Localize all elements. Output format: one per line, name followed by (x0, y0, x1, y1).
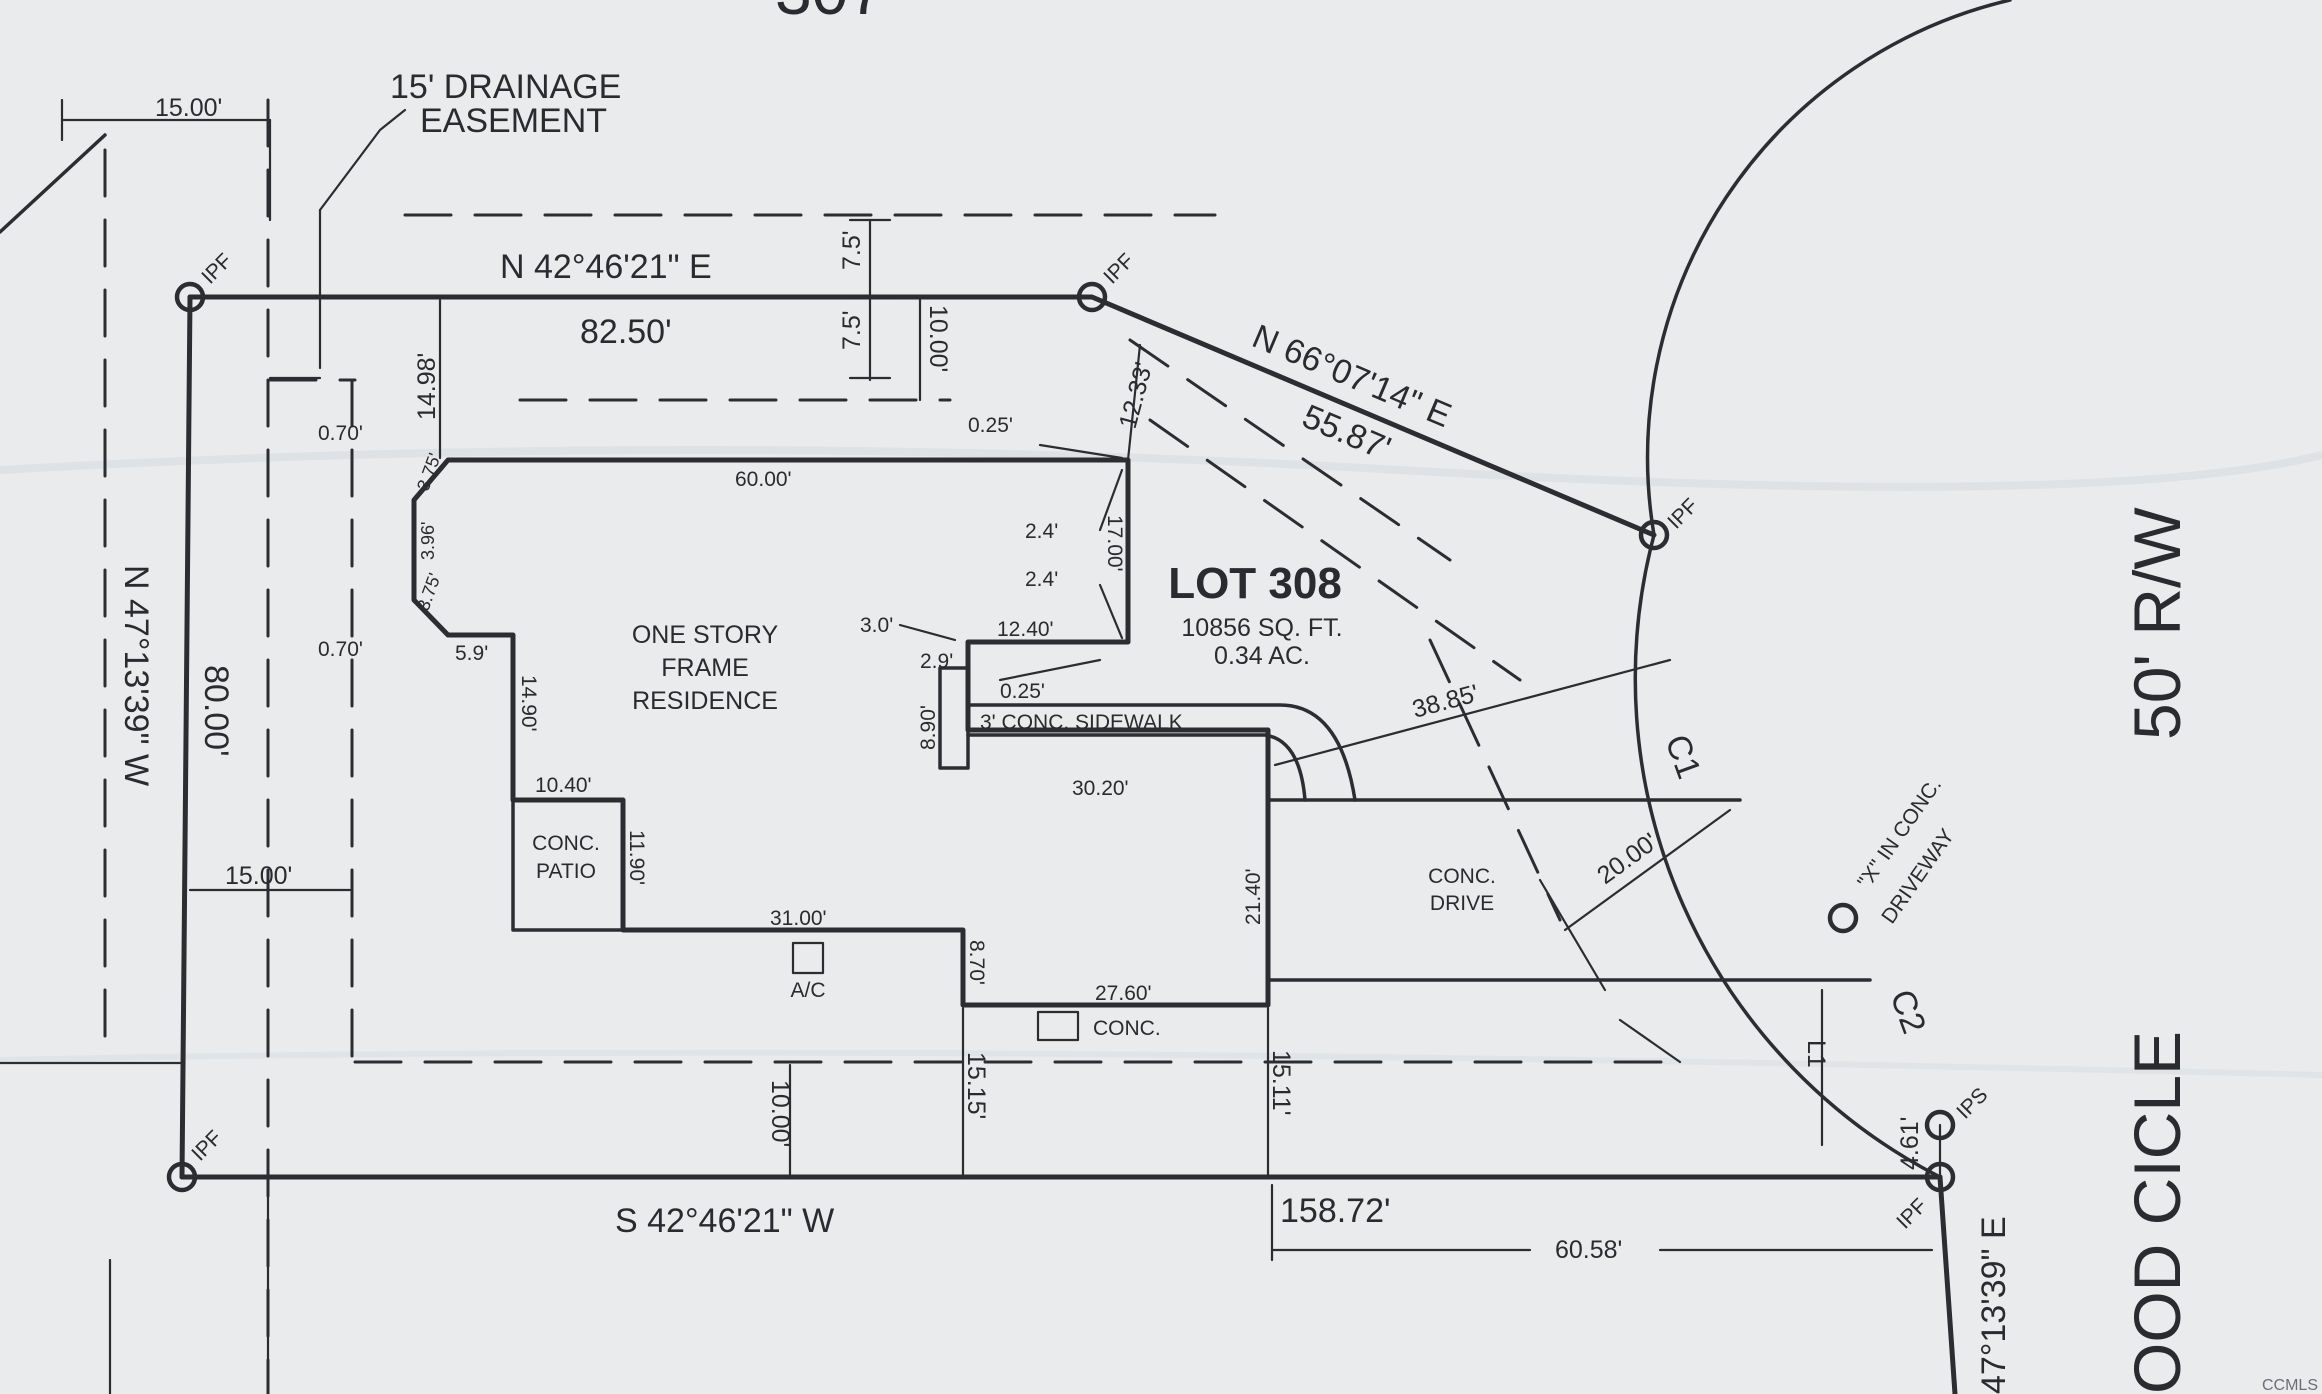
pin-nw (174, 281, 206, 313)
drive-label-line2: DRIVE (1430, 892, 1494, 915)
house-label-line1: ONE STORY (632, 621, 779, 649)
setback-10-top: 10.00' (924, 305, 952, 372)
bearing-east: 47°13'39" E (1975, 1216, 2013, 1394)
house-dim-3-96: 3.96' (418, 522, 438, 560)
conc-pad (1036, 1010, 1080, 1042)
watermark: CCMLS (2262, 1377, 2318, 1394)
ac-unit (791, 941, 825, 975)
building-setback (268, 338, 1682, 1064)
pin-ne (1638, 519, 1670, 551)
house-dim-3-0: 3.0' (860, 614, 893, 637)
house-label: ONE STORY FRAME RESIDENCE (632, 621, 779, 715)
house-dim-27-60: 27.60' (1095, 982, 1152, 1005)
pin-x-driveway (1827, 902, 1859, 934)
distance-west: 80.00' (197, 665, 235, 757)
lot-area-sqft: 10856 SQ. FT. (1181, 614, 1342, 642)
lot-number: LOT 308 (1168, 559, 1342, 608)
distance-south: 158.72' (1280, 1192, 1390, 1230)
concrete-sidewalk (938, 666, 1357, 802)
house-dim-2-9: 2.9' (920, 650, 953, 673)
distance-4-61: 4.61' (1896, 1117, 1924, 1170)
ac-label: A/C (790, 979, 825, 1002)
setback-7-5-upper: 7.5' (838, 230, 866, 270)
pin-n (1076, 281, 1108, 313)
pin-se (1924, 1161, 1956, 1193)
setback-7-5-lower: 7.5' (838, 310, 866, 350)
paper-fold (0, 1049, 2322, 1078)
house-dim-2-4-lower: 2.4' (1025, 568, 1058, 591)
drive-label-line1: CONC. (1428, 865, 1496, 888)
lot-boundary (179, 294, 1958, 1394)
paper-fold (0, 446, 2322, 491)
street-name: OOD CICLE (2120, 1031, 2194, 1394)
top-lot-number-fragment: 307 (775, 0, 885, 28)
house-label-line2: FRAME (661, 654, 749, 682)
bearing-west: N 47°13'39" W (117, 565, 155, 786)
house-dim-31: 31.00' (770, 907, 827, 930)
bearing-north: N 42°46'21" E (500, 248, 712, 286)
sidewalk-label: 3' CONC. SIDEWALK (980, 711, 1183, 734)
pin-sw (166, 1161, 198, 1193)
house-dim-0-25-top: 0.25' (968, 414, 1013, 437)
house-dim-0-25-bottom: 0.25' (1000, 680, 1045, 703)
house-dim-12-40: 12.40' (997, 618, 1054, 641)
street: 50' R/W OOD CICLE (2120, 507, 2194, 1394)
drainage-easement: 15' DRAINAGE EASEMENT 15.00' 15.00' (60, 68, 1217, 1394)
house-dim-8-70: 8.70' (965, 940, 988, 985)
dim-15-15: 15.15' (962, 1052, 990, 1119)
house-dim-60: 60.00' (735, 468, 792, 491)
patio-label-line2: PATIO (536, 860, 596, 883)
house-dim-11-90: 11.90' (625, 830, 648, 885)
cul-de-sac (1633, 0, 2012, 1179)
setback-10-bottom: 10.00' (766, 1080, 794, 1147)
line-l1: L1 (1802, 1040, 1830, 1068)
house-dim-0-70-bottom: 0.70' (318, 638, 363, 661)
easement-label-line2: EASEMENT (420, 102, 607, 140)
house-dim-5-9: 5.9' (455, 642, 488, 665)
house-dim-10-40: 10.40' (535, 774, 592, 797)
house-dim-0-70-top: 0.70' (318, 422, 363, 445)
house-dim-14-90: 14.90' (517, 675, 540, 732)
house-label-line3: RESIDENCE (632, 687, 778, 715)
dim-14-98: 14.98' (413, 353, 441, 420)
house-dim-8-90: 8.90' (917, 705, 940, 750)
house-dimensions: 60.00' 0.70' 0.70' 0.25' 0.25' 3.75' 3.9… (318, 414, 1265, 1005)
easement-label-line1: 15' DRAINAGE (390, 68, 621, 106)
house-dim-17: 17.00' (1103, 515, 1126, 572)
bearing-south: S 42°46'21" W (615, 1202, 834, 1240)
house-dim-30-20: 30.20' (1072, 777, 1129, 800)
easement-width-top: 15.00' (155, 94, 222, 122)
pin-ips (1924, 1109, 1956, 1141)
conc-pad-label: CONC. (1093, 1017, 1161, 1040)
distance-north: 82.50' (580, 313, 672, 351)
house-footprint (411, 457, 1271, 1008)
house-dim-2-4-upper: 2.4' (1025, 520, 1058, 543)
right-of-way: 50' R/W (2120, 507, 2194, 740)
lot-info: LOT 308 10856 SQ. FT. 0.34 AC. (1168, 559, 1342, 670)
easement-width-side: 15.00' (225, 862, 292, 890)
concrete-drive (1266, 798, 1872, 982)
house-dim-21-40: 21.40' (1242, 868, 1265, 925)
distance-east-segment: 60.58' (1555, 1236, 1622, 1264)
lot-area-acres: 0.34 AC. (1214, 642, 1310, 670)
patio-label-line1: CONC. (532, 832, 600, 855)
dimension-leaders (438, 218, 1934, 1262)
dim-15-11: 15.11' (1267, 1050, 1295, 1115)
